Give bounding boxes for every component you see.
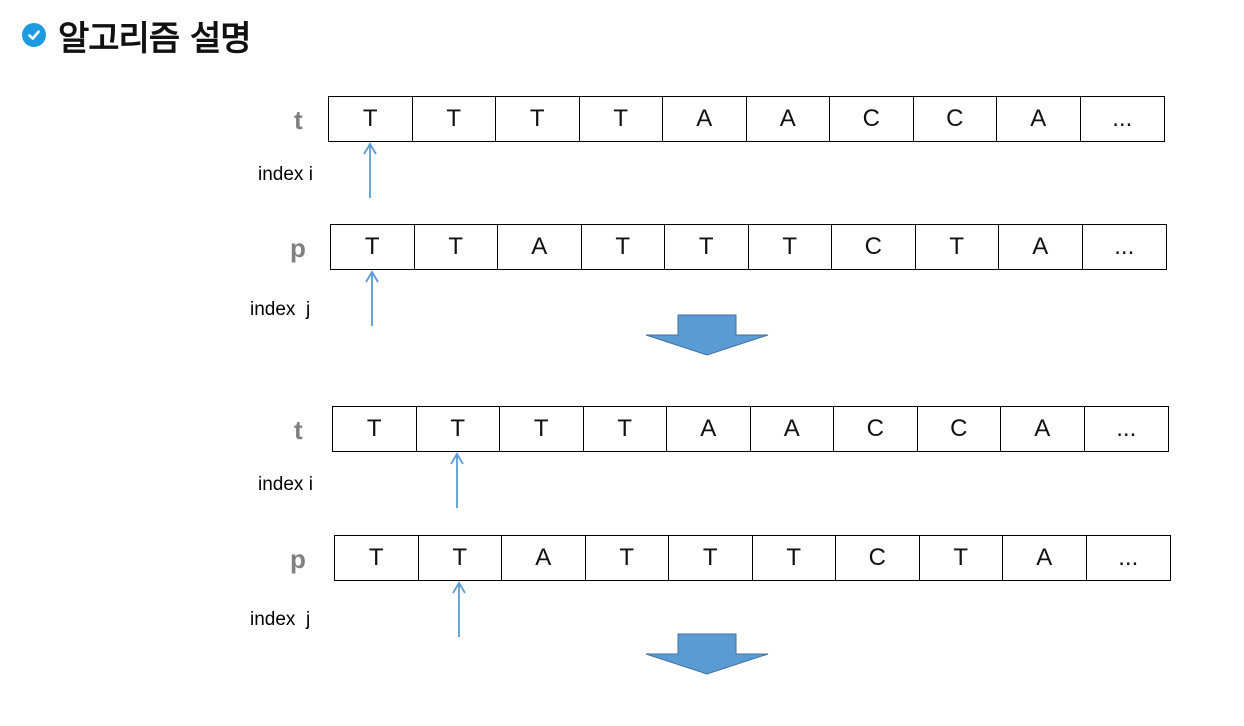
- array-cell: C: [834, 407, 918, 451]
- slide-header: 알고리즘 설명: [22, 12, 252, 59]
- check-circle-icon: [22, 23, 46, 47]
- array-cell: T: [665, 225, 749, 269]
- array-cell: A: [502, 536, 586, 580]
- index-j-pointer-arrow: [452, 581, 467, 637]
- array-cell: A: [498, 225, 582, 269]
- array-cell: T: [669, 536, 753, 580]
- index-i-pointer-arrow: [362, 142, 377, 198]
- array-cell: ...: [1112, 105, 1133, 132]
- array-cell: C: [914, 97, 997, 141]
- array-cell: T: [920, 536, 1003, 580]
- block-down-arrow-icon: [645, 314, 769, 356]
- array-cell: A: [1003, 536, 1087, 580]
- array-cell: T: [580, 97, 663, 141]
- index-j-label: index j: [250, 299, 311, 320]
- array-cell: A: [999, 225, 1083, 269]
- array-cell: A: [1001, 407, 1085, 451]
- array-cell: C: [918, 407, 1001, 451]
- array-cell: T: [586, 536, 669, 580]
- array-cell: T: [415, 225, 498, 269]
- array-cell: ...: [1114, 233, 1135, 260]
- array-cell: T: [496, 97, 580, 141]
- index-i-pointer-arrow: [450, 452, 465, 508]
- array-cell: T: [582, 225, 665, 269]
- t-row-label: t: [294, 415, 303, 445]
- array-cell: C: [830, 97, 914, 141]
- array-cell: A: [751, 407, 834, 451]
- array-cell: T: [333, 407, 417, 451]
- p-row-label: p: [290, 544, 306, 574]
- array-cell: T: [331, 225, 415, 269]
- array-cell: T: [335, 536, 419, 580]
- index-j-pointer-arrow: [364, 270, 379, 326]
- array-cell: A: [747, 97, 830, 141]
- index-i-label: index i: [258, 164, 313, 185]
- array-cell: T: [500, 407, 584, 451]
- array-cell: T: [413, 97, 496, 141]
- array-cell: C: [836, 536, 920, 580]
- array-cell: A: [667, 407, 751, 451]
- array-cell: T: [753, 536, 836, 580]
- array-cell: T: [419, 536, 502, 580]
- array-cell: T: [329, 97, 413, 141]
- block-down-arrow-icon: [645, 633, 769, 675]
- index-j-label: index j: [250, 609, 311, 630]
- t-row-label: t: [294, 105, 303, 135]
- p-row-label: p: [290, 233, 306, 263]
- array-cell: T: [916, 225, 999, 269]
- array-cell: T: [417, 407, 500, 451]
- index-i-label: index i: [258, 474, 313, 495]
- array-cell: ...: [1116, 415, 1137, 442]
- array-cell: T: [584, 407, 667, 451]
- array-cell: ...: [1118, 544, 1139, 571]
- page-title: 알고리즘 설명: [58, 18, 252, 59]
- array-cell: A: [663, 97, 747, 141]
- array-cell: T: [749, 225, 832, 269]
- array-cell: C: [832, 225, 916, 269]
- array-cell: A: [997, 97, 1081, 141]
